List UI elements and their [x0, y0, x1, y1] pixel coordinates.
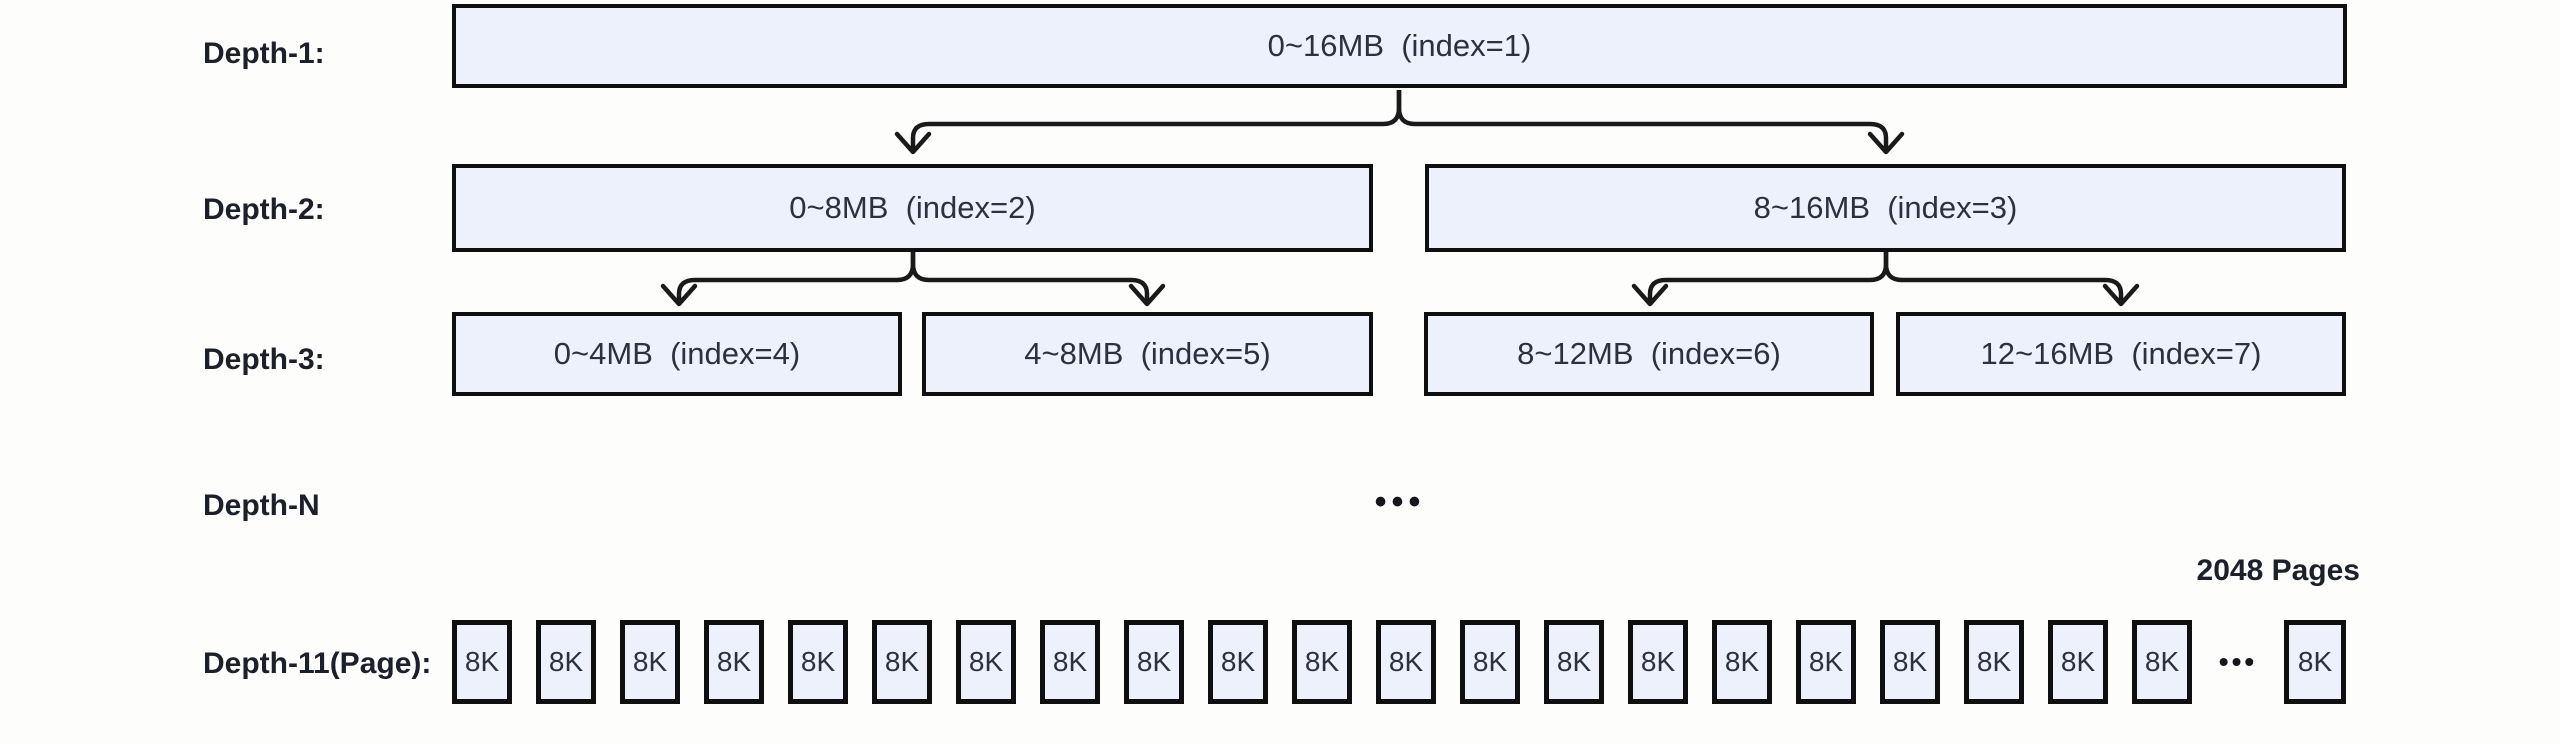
page-box: 8K — [1796, 620, 1856, 704]
page-box: 8K — [704, 620, 764, 704]
page-box-row: 8K 8K 8K 8K 8K 8K 8K 8K 8K 8K 8K 8K 8K 8K 8K 8K 8K 8K 8K 8K… — [452, 620, 2346, 704]
arrowhead-icon — [894, 131, 932, 155]
pages-count-caption: 2048 Pages — [2196, 554, 2360, 587]
fork-depth1-to-depth2 — [894, 90, 1905, 155]
node-0-4mb-index-4: 0~4MB (index=4) — [452, 312, 902, 396]
page-row-ellipsis: ••• — [2218, 646, 2258, 677]
row-label-depth-2: Depth-2: — [203, 193, 325, 226]
node-8-12mb-index-6: 8~12MB (index=6) — [1424, 312, 1874, 396]
page-box: 8K — [1964, 620, 2024, 704]
page-box: 8K — [452, 620, 512, 704]
node-8-16mb-index-3: 8~16MB (index=3) — [1425, 164, 2346, 252]
node-12-16mb-index-7: 12~16MB (index=7) — [1896, 312, 2346, 396]
node-4-8mb-index-5: 4~8MB (index=5) — [922, 312, 1373, 396]
node-0-8mb-index-2: 0~8MB (index=2) — [452, 164, 1373, 252]
page-box: 8K — [1460, 620, 1520, 704]
arrowhead-icon — [1867, 131, 1905, 155]
page-box: 8K — [1040, 620, 1100, 704]
page-box: 8K — [872, 620, 932, 704]
arrowhead-icon — [2102, 283, 2140, 307]
page-box: 8K — [2048, 620, 2108, 704]
page-box: 8K — [2132, 620, 2192, 704]
page-box-last: 8K — [2284, 620, 2346, 704]
arrowhead-icon — [1128, 283, 1166, 307]
page-box: 8K — [1712, 620, 1772, 704]
page-box: 8K — [1292, 620, 1352, 704]
row-label-depth-1: Depth-1: — [203, 37, 325, 70]
page-box: 8K — [1124, 620, 1184, 704]
page-box: 8K — [536, 620, 596, 704]
page-box: 8K — [1376, 620, 1436, 704]
fork-depth2-left-to-depth3 — [660, 252, 1166, 307]
page-box: 8K — [788, 620, 848, 704]
row-label-depth-3: Depth-3: — [203, 343, 325, 376]
page-box: 8K — [1880, 620, 1940, 704]
page-box: 8K — [1544, 620, 1604, 704]
row-label-depth-11-page: Depth-11(Page): — [203, 647, 432, 680]
page-box: 8K — [620, 620, 680, 704]
page-box: 8K — [1628, 620, 1688, 704]
page-box: 8K — [1208, 620, 1268, 704]
depth-n-ellipsis: ••• — [1374, 483, 1426, 521]
fork-depth2-right-to-depth3 — [1631, 252, 2140, 307]
row-label-depth-n: Depth-N — [203, 489, 320, 522]
arrowhead-icon — [660, 283, 698, 307]
node-0-16mb-index-1: 0~16MB (index=1) — [452, 4, 2347, 88]
arrowhead-icon — [1631, 283, 1669, 307]
page-box: 8K — [956, 620, 1016, 704]
